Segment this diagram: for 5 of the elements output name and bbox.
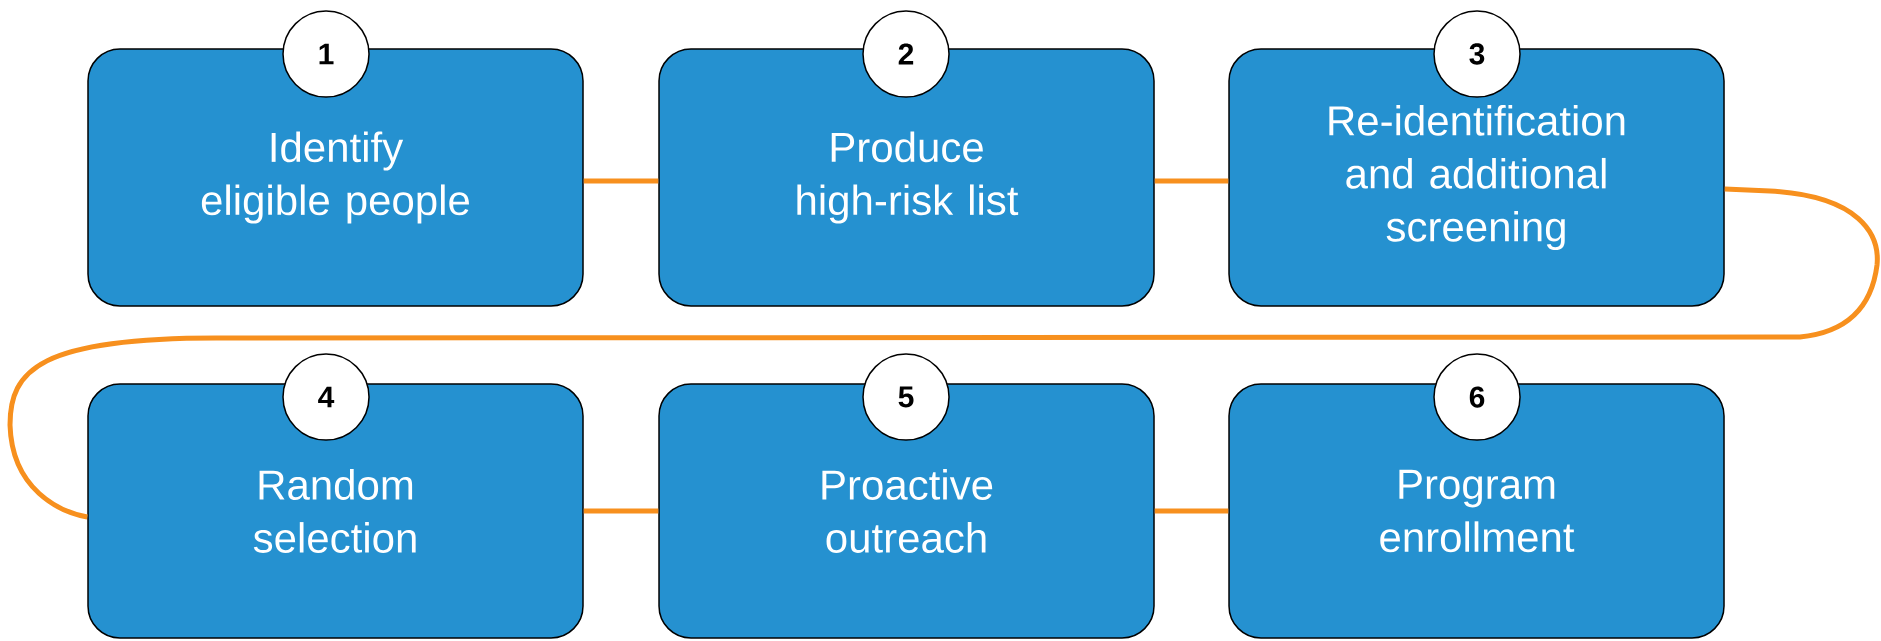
connector-line xyxy=(1154,508,1229,514)
connector-line xyxy=(583,508,659,514)
connector-line xyxy=(1154,178,1229,184)
connector-line xyxy=(583,178,659,184)
connector-line xyxy=(7,186,1880,520)
